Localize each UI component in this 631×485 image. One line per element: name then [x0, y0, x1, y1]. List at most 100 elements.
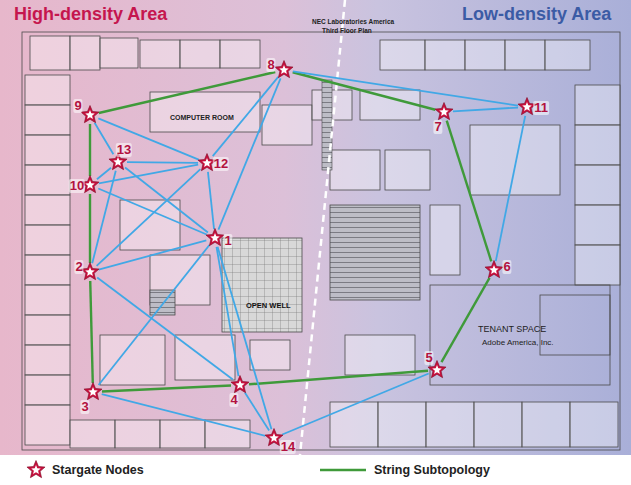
star-center: [113, 157, 123, 166]
stargate-node: 3: [84, 383, 102, 401]
map-ground: [0, 0, 631, 455]
star-symbol: [81, 263, 99, 280]
link-line: [208, 172, 214, 229]
link-line: [127, 161, 198, 164]
stargate-node: 10: [81, 176, 99, 194]
star-icon: [206, 229, 224, 247]
node-number: 13: [116, 143, 132, 157]
link-line: [293, 72, 436, 109]
stargate-node: 9: [81, 106, 99, 124]
room-outline: [160, 420, 205, 448]
legend-text: Stargate Nodes: [52, 463, 144, 477]
link-line: [99, 240, 207, 269]
star-symbol: [435, 103, 453, 120]
star-icon: [275, 61, 293, 79]
room-outline: [25, 165, 70, 195]
node-number: 5: [424, 351, 433, 365]
link-line: [97, 169, 201, 266]
room-outline: [25, 195, 70, 225]
star-center: [88, 387, 98, 396]
star-center: [31, 465, 41, 474]
room-outline: [100, 335, 165, 385]
room-outline: [100, 38, 138, 68]
room-outline: [25, 315, 70, 345]
star-center: [432, 365, 442, 374]
plan-title: NEC Laboratories America: [312, 18, 394, 25]
room-outline: [115, 420, 160, 448]
room-outline: [505, 40, 545, 70]
stargate-node: 1: [206, 229, 224, 247]
star-icon: [81, 263, 99, 281]
area-title: High-density Area: [14, 4, 167, 25]
room-outline: [262, 105, 312, 145]
room-outline: [330, 402, 378, 447]
link-line: [496, 116, 525, 261]
link-line: [125, 168, 208, 233]
link-line: [99, 245, 210, 385]
node-number: 1: [223, 234, 232, 248]
stargate-node: 8: [275, 61, 293, 79]
room-outline: [430, 205, 460, 275]
room-outline: [522, 402, 570, 447]
room-outline: [385, 150, 430, 190]
stargate-node: 14: [265, 429, 283, 447]
node-number: 7: [433, 120, 442, 134]
link-line: [95, 123, 114, 155]
link-line: [447, 121, 492, 262]
area-divider: [300, 0, 345, 455]
room-outline: [545, 40, 590, 70]
link-line: [282, 373, 428, 434]
star-symbol: [84, 383, 102, 400]
star-center: [85, 110, 95, 119]
node-number: 6: [502, 260, 511, 274]
room-outline: [120, 200, 180, 250]
node-number: 11: [533, 101, 549, 115]
star-center: [202, 158, 212, 167]
room-outline: [570, 402, 618, 447]
room-outline: [250, 340, 290, 370]
room-outline: [25, 405, 70, 445]
node-number: 9: [73, 99, 82, 113]
stargate-node: 13: [109, 153, 127, 171]
link-line: [293, 71, 518, 105]
room-label: OPEN WELL: [246, 302, 291, 311]
room-outline: [140, 40, 180, 68]
node-number: 14: [280, 440, 296, 454]
link-line: [90, 281, 93, 383]
link-line: [99, 72, 275, 113]
stargate-node: 4: [231, 376, 249, 394]
star-symbol: [485, 261, 503, 278]
room-outline: [378, 402, 426, 447]
star-center: [235, 380, 245, 389]
link-line: [97, 277, 233, 379]
room-outline: [345, 335, 415, 375]
star-center: [85, 180, 95, 189]
link-line: [218, 247, 272, 430]
room-outline: [25, 225, 70, 255]
stargate-node: 5: [428, 361, 446, 379]
star-icon: [81, 106, 99, 124]
hatched-block: [330, 205, 420, 300]
legend-text: String Subtopology: [374, 463, 490, 477]
room-outline: [30, 36, 70, 70]
room-label: TENANT SPACE: [478, 324, 546, 334]
link-line: [97, 168, 111, 180]
room-outline: [474, 402, 522, 447]
link-line: [102, 394, 266, 436]
room-outline: [575, 85, 620, 125]
legend-line-sample: [318, 460, 368, 480]
link-line: [441, 278, 489, 362]
room-label: Adobe America, Inc.: [482, 338, 554, 347]
plan-title: Third Floor Plan: [322, 27, 372, 34]
legend-star-sample: [26, 460, 46, 480]
room-outline: [70, 36, 100, 70]
stargate-node: 11: [518, 98, 536, 116]
link-line: [89, 124, 91, 176]
room-outline: [205, 420, 250, 448]
room-outline: [150, 92, 260, 132]
star-center: [279, 65, 289, 74]
star-center: [269, 433, 279, 442]
room-label: COMPUTER ROOM: [170, 114, 234, 122]
